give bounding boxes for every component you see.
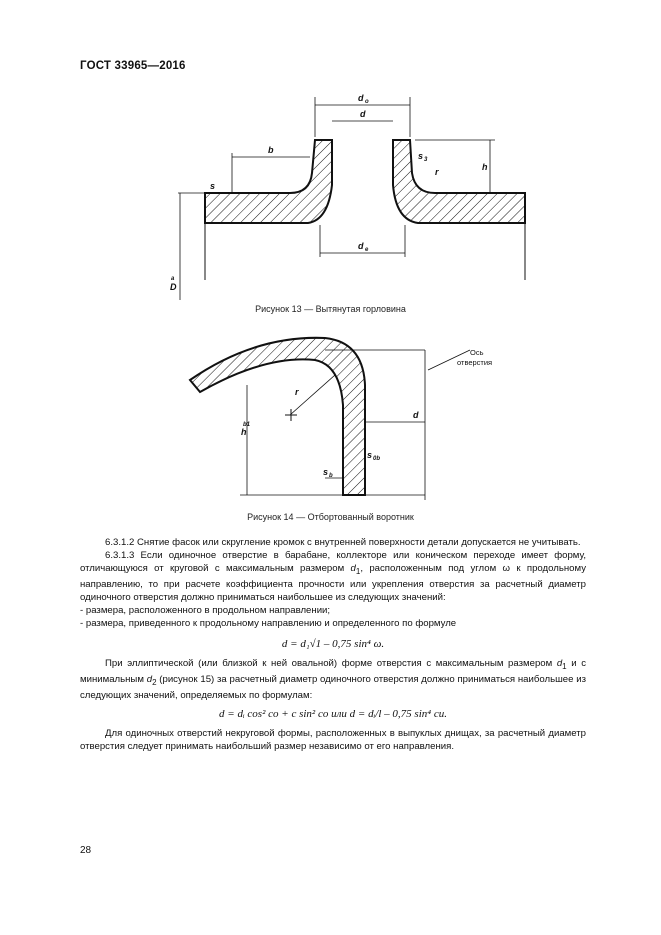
label-s: s xyxy=(210,181,215,191)
label-d-e-sub: e xyxy=(365,247,369,253)
label-D-a-sub: a xyxy=(171,276,175,282)
label-s-b-sub: b xyxy=(329,473,333,479)
formula-1: d = d₁√1 – 0,75 sin⁴ ω. xyxy=(281,637,385,650)
label-s-0b: s xyxy=(367,450,372,460)
p3-text-c: (рисунок 15) за расчетный диаметр одиноч… xyxy=(80,673,586,701)
list-item-2: - размера, приведенного к продольному на… xyxy=(80,617,457,629)
label-D-a: D xyxy=(170,282,177,292)
p2-text-a: 6.3.1.3 Если одиночное отверстие в бараб… xyxy=(80,550,586,574)
list-item-1: - размера, расположенного в продольном н… xyxy=(80,604,331,616)
label-s-b: s xyxy=(323,467,328,477)
p3-text-b: и с минимальным xyxy=(80,657,586,685)
figure-13-caption: Рисунок 13 — Вытянутая горловина xyxy=(255,304,406,314)
page-number: 28 xyxy=(80,845,92,856)
label-h-b1: h xyxy=(241,427,247,437)
p2-d1: d xyxy=(350,563,356,574)
figure-14-caption: Рисунок 14 — Отбортованный воротник xyxy=(247,512,414,522)
label-d: d xyxy=(413,410,419,420)
label-d-o-sub: o xyxy=(365,99,369,105)
label-s3-sub: 3 xyxy=(424,157,428,163)
label-s-0b-sub: 0b xyxy=(373,456,380,462)
label-b: b xyxy=(268,145,274,155)
collar-section xyxy=(188,336,366,496)
document-header: ГОСТ 33965—2016 xyxy=(80,60,186,72)
label-axis-line2: отверстия xyxy=(457,358,492,367)
p2-d1-sub: 1 xyxy=(355,566,361,576)
label-d: d xyxy=(360,109,366,119)
label-r: r xyxy=(295,387,299,397)
label-r: r xyxy=(435,167,439,177)
paragraph-6-3-1-3: 6.3.1.3 Если одиночное отверстие в бараб… xyxy=(80,549,586,604)
p2-text-b: , расположенным под углом ω к продольном… xyxy=(80,563,586,603)
p3-d2-sub: 2 xyxy=(152,677,157,687)
label-d-o: d xyxy=(358,93,364,103)
p3-d2: d xyxy=(146,673,153,685)
formula-2: d = dᵢ cos² co + c sin² co или d = dᵢ/l … xyxy=(219,707,447,720)
label-axis-line1: Ось xyxy=(470,348,484,357)
wall-section-right xyxy=(392,139,526,224)
figure-13-drawing: d o d b h s 3 r s d e D a xyxy=(170,93,526,300)
label-s3: s xyxy=(418,151,423,161)
label-h: h xyxy=(482,162,488,172)
paragraph-6-3-1-2: 6.3.1.2 Снятие фасок или скругление кром… xyxy=(105,537,581,548)
figure-14-drawing: Ось отверстия r h b1 d s 0b s b xyxy=(188,336,492,500)
p3-d1: d xyxy=(556,657,563,669)
label-h-b1-sub: b1 xyxy=(243,422,251,428)
p3-d1-sub: 1 xyxy=(562,661,567,671)
paragraph-noncircular: Для одиночных отверстий некруговой формы… xyxy=(80,727,586,752)
wall-section-left xyxy=(204,139,333,224)
label-d-e: d xyxy=(358,241,364,251)
p3-text-a: При эллиптической (или близкой к ней ова… xyxy=(105,657,557,669)
body-text: 6.3.1.2 Снятие фасок или скругление кром… xyxy=(80,536,586,753)
paragraph-elliptic: При эллиптической (или близкой к ней ова… xyxy=(80,657,586,702)
